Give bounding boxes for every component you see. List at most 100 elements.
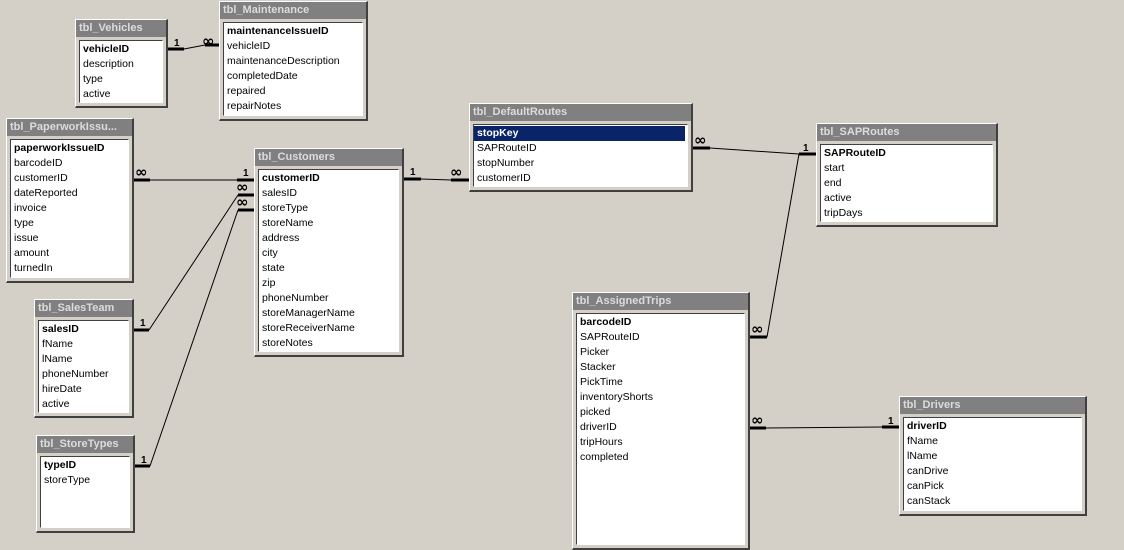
- relationship-storetypes-customers[interactable]: 1 ∞: [135, 193, 254, 468]
- field-primary-key[interactable]: driverID: [907, 420, 947, 432]
- field[interactable]: canDrive: [907, 465, 949, 477]
- table-title[interactable]: tbl_Drivers: [900, 397, 1085, 414]
- field[interactable]: completedDate: [227, 70, 298, 82]
- table-title[interactable]: tbl_Maintenance: [220, 2, 366, 19]
- field[interactable]: phoneNumber: [42, 368, 109, 380]
- table-drivers[interactable]: tbl_Drivers driverID fName lName canDriv…: [899, 396, 1087, 516]
- field-list: stopKey SAPRouteID stopNumber customerID: [473, 124, 688, 187]
- field[interactable]: lName: [907, 450, 938, 462]
- table-title[interactable]: tbl_Customers: [255, 149, 402, 166]
- table-title[interactable]: tbl_SAPRoutes: [817, 124, 996, 141]
- field-primary-key[interactable]: SAPRouteID: [824, 147, 886, 159]
- field[interactable]: phoneNumber: [262, 292, 329, 304]
- field[interactable]: active: [83, 88, 111, 100]
- field[interactable]: lName: [42, 353, 73, 365]
- table-paperwork-issues[interactable]: tbl_PaperworkIssu... paperworkIssueID ba…: [6, 118, 134, 283]
- table-title[interactable]: tbl_StoreTypes: [37, 436, 133, 453]
- table-assigned-trips[interactable]: tbl_AssignedTrips barcodeID SAPRouteID P…: [572, 292, 750, 550]
- field[interactable]: Picker: [580, 346, 610, 358]
- field[interactable]: SAPRouteID: [580, 331, 640, 343]
- table-title[interactable]: tbl_AssignedTrips: [573, 293, 748, 310]
- field[interactable]: type: [14, 217, 34, 229]
- field[interactable]: state: [262, 262, 285, 274]
- table-vehicles[interactable]: tbl_Vehicles vehicleID description type …: [75, 19, 168, 108]
- field[interactable]: storeType: [262, 202, 309, 214]
- table-default-routes[interactable]: tbl_DefaultRoutes stopKey SAPRouteID sto…: [469, 103, 693, 192]
- field[interactable]: stopNumber: [477, 157, 535, 169]
- field-primary-key[interactable]: vehicleID: [83, 43, 130, 55]
- field-primary-key[interactable]: salesID: [42, 323, 79, 335]
- field[interactable]: customerID: [477, 172, 531, 184]
- field[interactable]: address: [262, 232, 300, 244]
- field-primary-key[interactable]: barcodeID: [580, 316, 632, 328]
- field[interactable]: SAPRouteID: [477, 142, 537, 154]
- field[interactable]: description: [83, 58, 134, 70]
- table-title[interactable]: tbl_DefaultRoutes: [470, 104, 691, 121]
- field[interactable]: storeName: [262, 217, 314, 229]
- field[interactable]: maintenanceDescription: [227, 55, 340, 67]
- field[interactable]: end: [824, 177, 842, 189]
- relationship-paperwork-customers[interactable]: ∞ 1: [134, 163, 254, 182]
- relationship-assignedtrips-saproutes[interactable]: ∞: [750, 153, 800, 339]
- field-primary-key[interactable]: typeID: [44, 459, 77, 471]
- field[interactable]: Stacker: [580, 361, 616, 373]
- field[interactable]: hireDate: [42, 383, 82, 395]
- field[interactable]: vehicleID: [227, 40, 271, 52]
- field[interactable]: storeReceiverName: [262, 322, 355, 334]
- table-customers[interactable]: tbl_Customers customerID salesID storeTy…: [254, 148, 404, 357]
- field[interactable]: barcodeID: [14, 157, 63, 169]
- field[interactable]: driverID: [580, 421, 617, 433]
- field[interactable]: repairNotes: [227, 100, 282, 112]
- field-primary-key-selected[interactable]: stopKey: [474, 126, 685, 141]
- field[interactable]: turnedIn: [14, 262, 53, 274]
- field[interactable]: tripHours: [580, 436, 623, 448]
- field[interactable]: storeType: [44, 474, 91, 486]
- relationship-salesteam-customers[interactable]: 1 ∞: [134, 178, 254, 332]
- field[interactable]: start: [824, 162, 845, 174]
- field[interactable]: customerID: [14, 172, 68, 184]
- field[interactable]: storeNotes: [262, 337, 313, 349]
- table-maintenance[interactable]: tbl_Maintenance maintenanceIssueID vehic…: [219, 1, 368, 121]
- field[interactable]: salesID: [262, 187, 298, 199]
- many-marker: ∞: [694, 131, 707, 149]
- field-primary-key[interactable]: maintenanceIssueID: [227, 25, 329, 37]
- table-sales-team[interactable]: tbl_SalesTeam salesID fName lName phoneN…: [34, 299, 134, 418]
- field[interactable]: active: [824, 192, 852, 204]
- field[interactable]: tripDays: [824, 207, 863, 219]
- table-title[interactable]: tbl_SalesTeam: [35, 300, 132, 317]
- table-title[interactable]: tbl_PaperworkIssu...: [7, 119, 132, 136]
- relationship-vehicles-maintenance[interactable]: 1 ∞: [168, 32, 220, 51]
- field[interactable]: picked: [580, 406, 611, 418]
- field[interactable]: fName: [907, 435, 938, 447]
- field-list: salesID fName lName phoneNumber hireDate…: [38, 320, 129, 413]
- field-primary-key[interactable]: customerID: [262, 172, 320, 184]
- relationship-assignedtrips-drivers[interactable]: ∞ 1: [750, 411, 899, 430]
- field[interactable]: completed: [580, 451, 629, 463]
- many-marker: ∞: [751, 411, 764, 429]
- relationship-defaultroutes-saproutes[interactable]: ∞ 1: [693, 131, 816, 156]
- field[interactable]: type: [83, 73, 103, 85]
- field[interactable]: storeManagerName: [262, 307, 355, 319]
- field[interactable]: amount: [14, 247, 50, 259]
- field[interactable]: city: [262, 247, 278, 259]
- one-marker: 1: [174, 38, 180, 49]
- table-store-types[interactable]: tbl_StoreTypes typeID storeType: [36, 435, 135, 533]
- one-marker: 1: [140, 318, 146, 329]
- field[interactable]: issue: [14, 232, 39, 244]
- field-primary-key[interactable]: paperworkIssueID: [14, 142, 105, 154]
- field[interactable]: canPick: [907, 480, 944, 492]
- one-marker: 1: [410, 167, 416, 178]
- table-title[interactable]: tbl_Vehicles: [76, 20, 166, 37]
- field[interactable]: invoice: [14, 202, 47, 214]
- field[interactable]: active: [42, 398, 70, 410]
- field[interactable]: zip: [262, 277, 276, 289]
- field[interactable]: dateReported: [14, 187, 78, 199]
- field[interactable]: inventoryShorts: [580, 391, 653, 403]
- relationship-customers-defaultroutes[interactable]: 1 ∞: [404, 163, 469, 182]
- field[interactable]: canStack: [907, 495, 951, 507]
- field[interactable]: PickTime: [580, 376, 623, 388]
- table-sap-routes[interactable]: tbl_SAPRoutes SAPRouteID start end activ…: [816, 123, 998, 227]
- field[interactable]: repaired: [227, 85, 266, 97]
- field[interactable]: fName: [42, 338, 73, 350]
